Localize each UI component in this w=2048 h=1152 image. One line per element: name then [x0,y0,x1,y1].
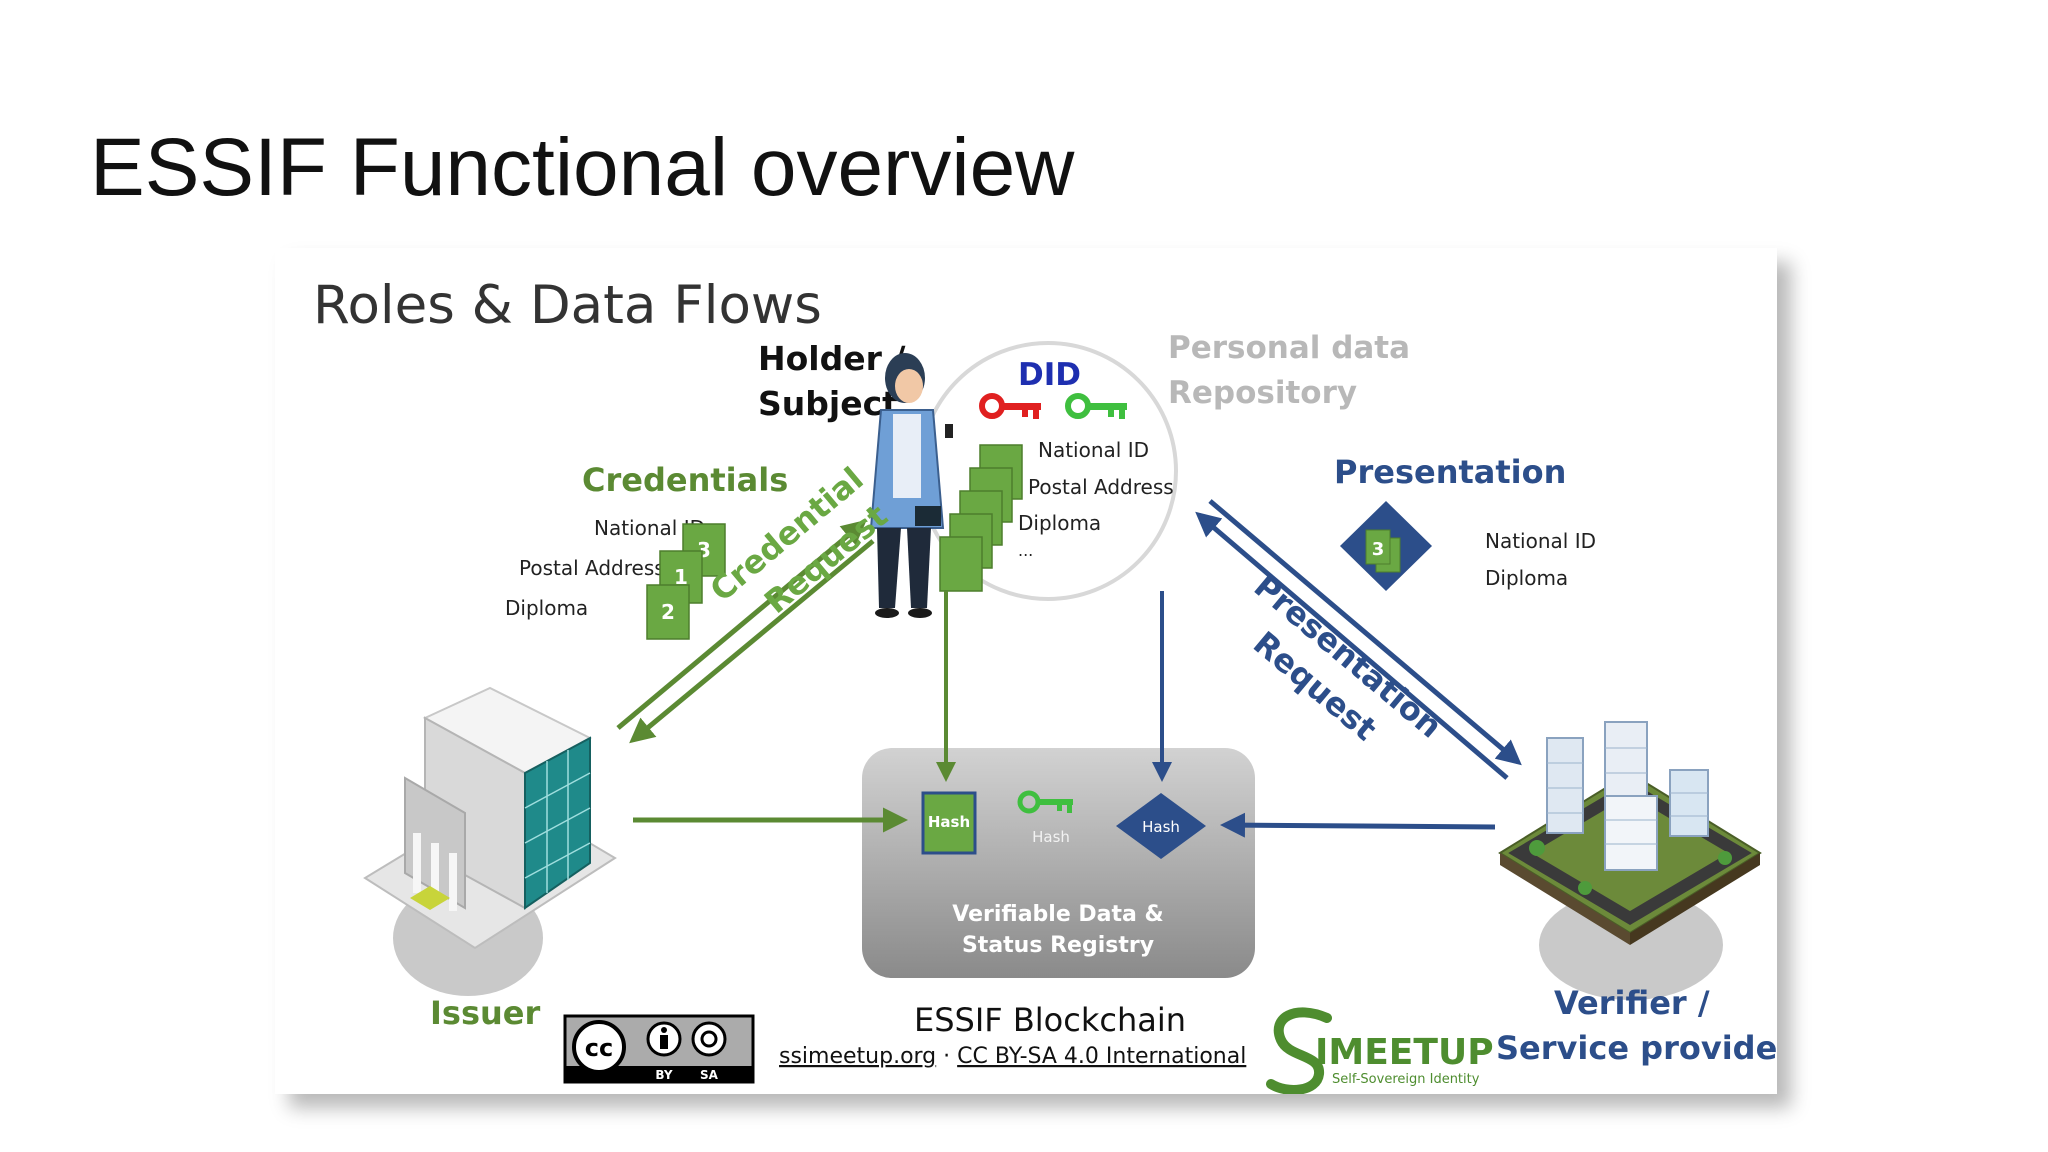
wallet-documents-stack [939,444,1023,592]
holder-to-issuer-arrow [629,539,875,744]
license-link[interactable]: CC BY-SA 4.0 International [957,1044,1246,1069]
presentation-diamond: 3 [1340,501,1432,591]
svg-text:2: 2 [661,600,675,624]
roles-data-flows-diagram: Roles & Data Flows Holder / Subject DID … [313,275,1777,1094]
verifier-to-holder-arrow [1195,511,1509,780]
issuer-to-holder-arrow [616,519,867,730]
repository-label-line1: Personal data [1168,330,1410,366]
footer-separator: · [936,1044,957,1069]
credential-item-diploma: Diploma [505,596,588,620]
wallet-item-postal-address: Postal Address [1028,475,1174,499]
diagram-heading: Roles & Data Flows [313,275,822,336]
registry-hash-key-icon [1017,790,1073,814]
verifier-label-line1: Verifier / [1554,984,1710,1022]
holder-label-line2: Subject [758,384,898,423]
did-label: DID [1018,357,1081,393]
verifier-to-registry-arrow [1220,812,1496,838]
issuer-label: Issuer [430,994,540,1032]
public-key-icon [1065,393,1127,419]
registry-hash-key-label: Hash [1032,828,1070,846]
svg-text:IMEETUP: IMEETUP [1315,1032,1494,1073]
wallet-item-more: ... [1018,541,1033,560]
holder-label-line1: Holder / [758,339,906,378]
issuer-building-icon [363,686,617,996]
footer-links: ssimeetup.org · CC BY-SA 4.0 Internation… [779,1044,1246,1069]
registry-label-line1: Verifiable Data & [952,902,1163,927]
registry-hash-diamond: Hash [1116,793,1206,859]
private-key-icon [979,393,1041,419]
registry-hash-document: Hash [921,791,977,855]
presentation-item-national-id: National ID [1485,529,1596,553]
slide-title: ESSIF Functional overview [90,122,1075,213]
wallet-item-national-id: National ID [1038,438,1149,462]
verifier-label-line2: Service provider [1496,1029,1777,1067]
presentation-item-diploma: Diploma [1485,566,1568,590]
blockchain-label: ESSIF Blockchain [914,1001,1186,1039]
credentials-title: Credentials [582,461,788,499]
svg-text:3: 3 [1372,539,1385,560]
svg-text:SA: SA [700,1068,719,1082]
svg-text:Hash: Hash [1142,818,1180,836]
credential-item-postal-address: Postal Address [519,556,665,580]
credential-doc-2: 2 [646,584,690,640]
holder-person-icon [869,353,953,618]
diagram-panel: Roles & Data Flows Holder / Subject DID … [275,248,1777,1094]
verifier-city-icon [1498,721,1762,1000]
cc-by-sa-badge: cc BY SA [563,1014,755,1084]
svg-text:BY: BY [655,1068,672,1082]
svg-text:cc: cc [585,1034,613,1062]
wallet-item-diploma: Diploma [1018,511,1101,535]
presentation-title: Presentation [1334,453,1566,491]
ssimeetup-logo: IMEETUP Self-Sovereign Identity [1266,1007,1494,1094]
registry-label-line2: Status Registry [962,933,1154,958]
ssimeetup-link[interactable]: ssimeetup.org [779,1044,936,1069]
svg-text:Hash: Hash [928,813,970,831]
holder-to-verifier-arrow [1208,499,1522,766]
svg-text:Self-Sovereign Identity: Self-Sovereign Identity [1332,1072,1480,1087]
svg-text:1: 1 [674,565,688,589]
repository-label-line2: Repository [1168,375,1357,411]
